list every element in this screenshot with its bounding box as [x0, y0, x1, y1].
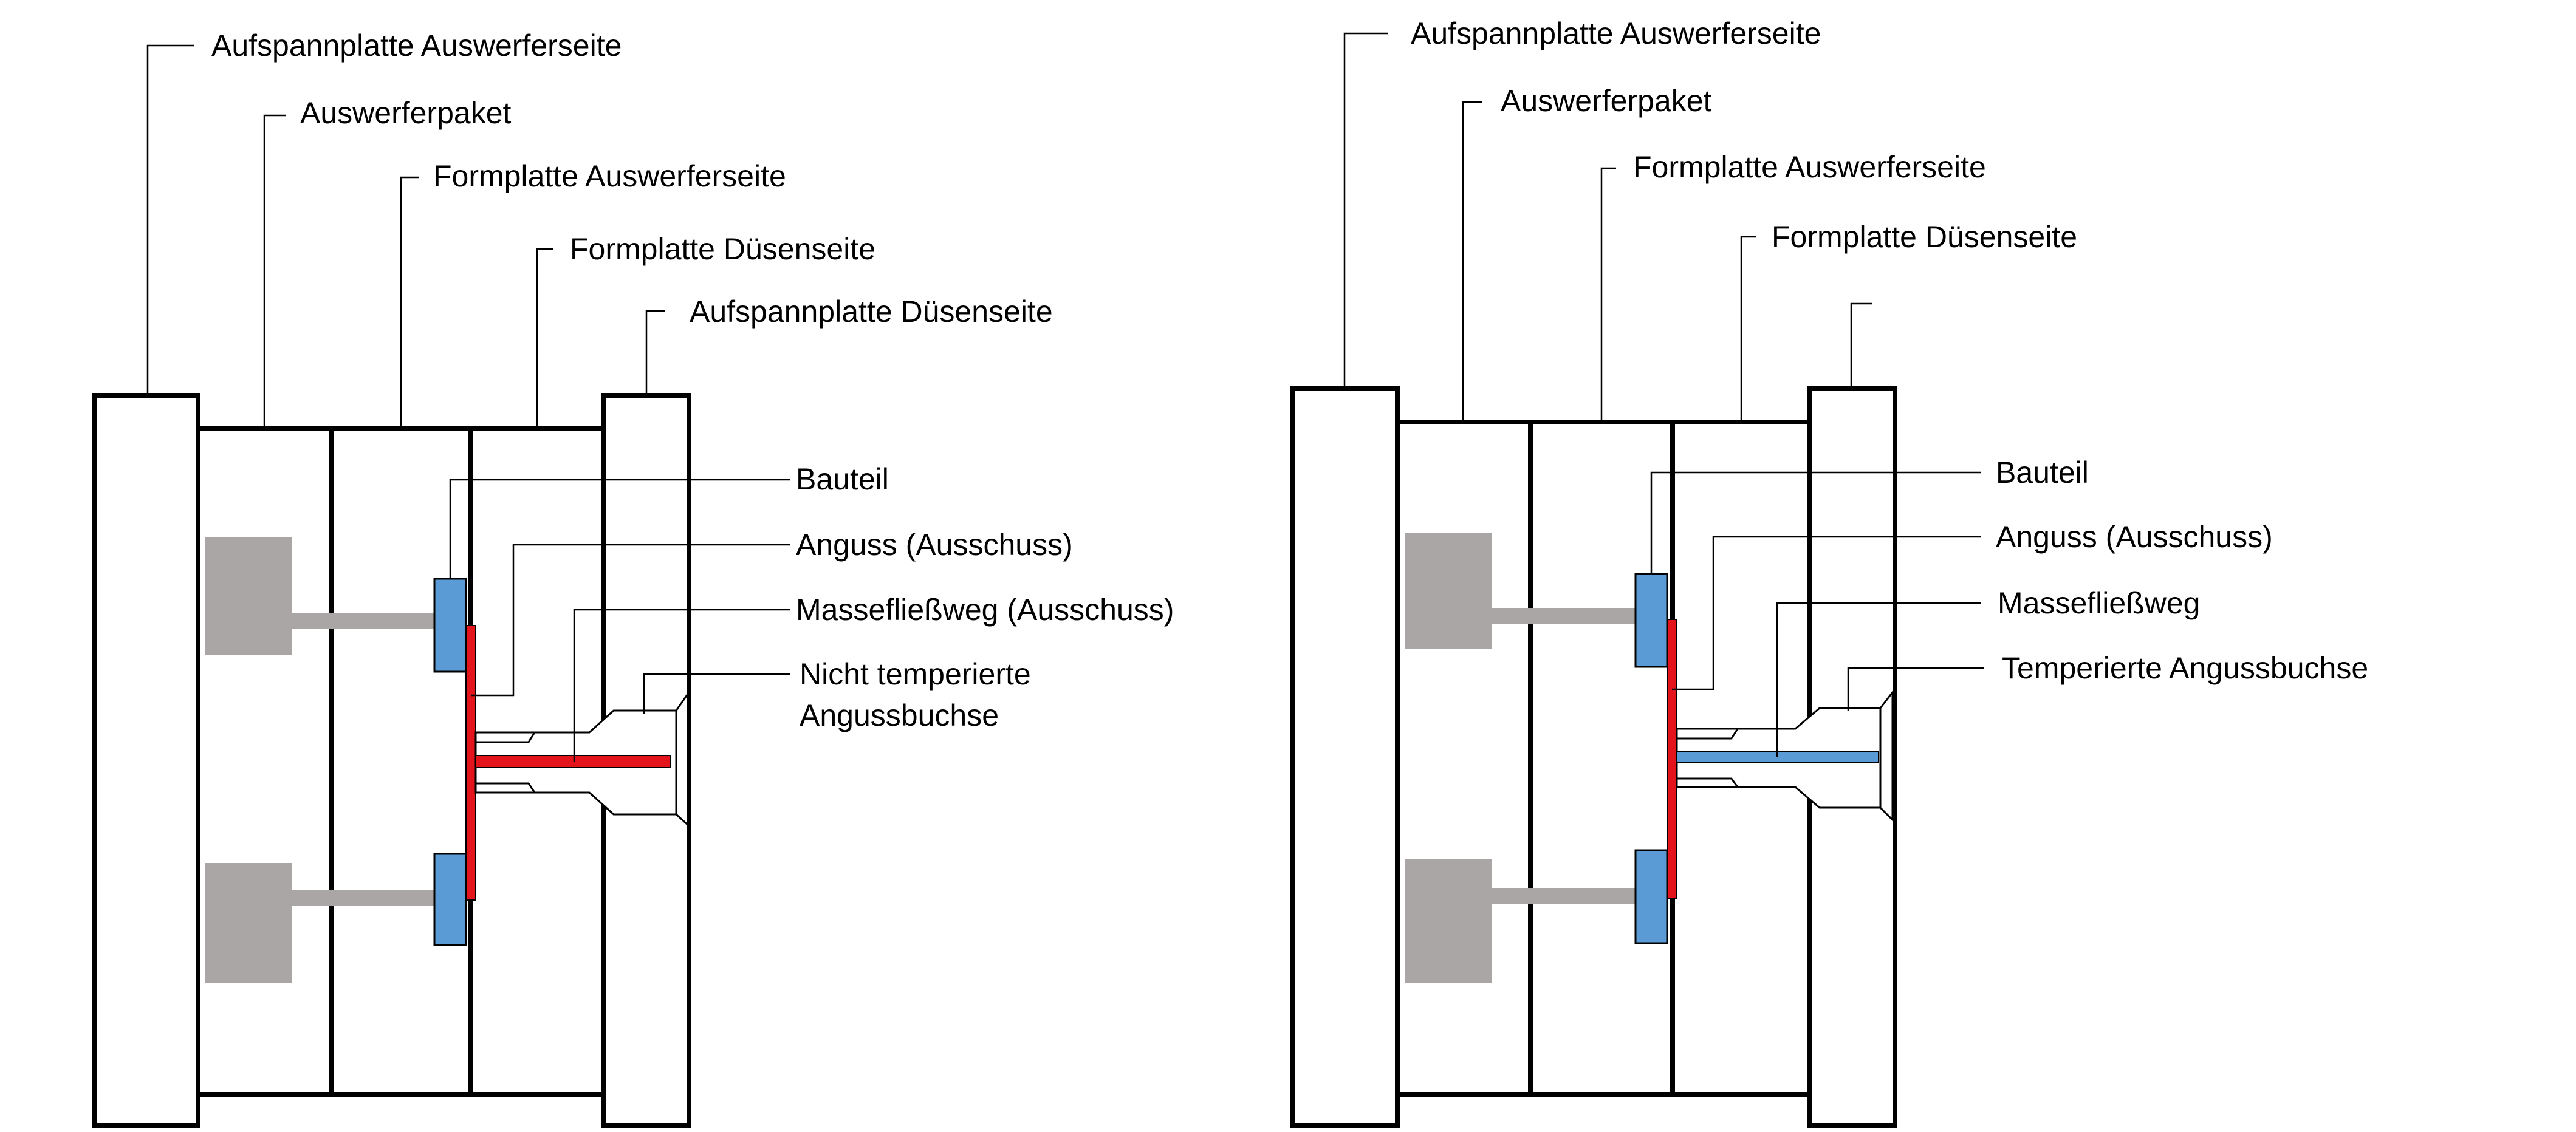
leader-mold-nozzle — [536, 248, 553, 428]
leader-mold-nozzle — [1740, 236, 1756, 422]
leader-flow-path — [1776, 602, 1981, 757]
label-bushing: Temperierte Angussbuchse — [2002, 651, 2368, 685]
ejector-pin-top — [1492, 608, 1636, 624]
ejector-block-bottom — [1405, 859, 1492, 983]
ejector-pin-bottom — [292, 890, 434, 906]
clamp-plate-ejector-side — [1290, 386, 1400, 1128]
sprue-runner — [465, 625, 476, 901]
nozzle-seat — [1879, 689, 1894, 822]
leader-mold-ejector — [400, 176, 419, 428]
leader-flow-path — [573, 609, 790, 762]
label-flow-path: Massefließweg (Ausschuss) — [796, 593, 1174, 627]
label-sprue: Anguss (Ausschuss) — [796, 528, 1073, 562]
label-flow-path: Massefließweg — [1998, 586, 2200, 620]
label-mold-nozzle: Formplatte Düsenseite — [570, 232, 875, 266]
label-mold-ejector: Formplatte Auswerferseite — [1633, 150, 1986, 184]
label-part: Bauteil — [1996, 455, 2089, 489]
leader-clamp-nozzle — [1850, 302, 1872, 389]
leader-bushing — [643, 673, 790, 714]
label-bushing-line2: Angussbuchse — [800, 698, 999, 732]
leader-clamp-ejector — [146, 44, 194, 395]
leader-ejector-pack — [1462, 101, 1482, 422]
diagram-right: Aufspannplatte Auswerferseite Auswerferp… — [1290, 16, 2368, 1128]
part-top — [433, 578, 467, 673]
leader-clamp-ejector — [1343, 32, 1388, 389]
label-clamp-ejector: Aufspannplatte Auswerferseite — [1411, 16, 1821, 50]
label-ejector-pack: Auswerferpaket — [1501, 84, 1711, 118]
bushing-inner-lines — [1677, 728, 1739, 788]
label-mold-nozzle: Formplatte Düsenseite — [1772, 220, 2077, 254]
ejector-pin-top — [292, 613, 434, 629]
part-bottom — [1634, 849, 1668, 944]
leader-sprue — [471, 544, 790, 697]
label-bushing-line1: Nicht temperierte — [800, 657, 1031, 691]
leader-ejector-pack — [263, 114, 286, 428]
diagram-left: Aufspannplatte Auswerferseite Auswerferp… — [92, 29, 1174, 1128]
part-bottom — [433, 853, 467, 946]
part-top — [1634, 573, 1668, 668]
leader-sprue — [1672, 536, 1981, 690]
label-ejector-pack: Auswerferpaket — [300, 96, 511, 130]
leader-mold-ejector — [1600, 167, 1616, 422]
label-part: Bauteil — [796, 462, 889, 496]
flow-path — [475, 755, 671, 768]
clamp-plate-ejector-side — [92, 393, 200, 1128]
ejector-block-bottom — [205, 863, 292, 983]
label-sprue: Anguss (Ausschuss) — [1996, 520, 2273, 554]
sprue-runner — [1667, 619, 1677, 899]
leader-part — [449, 479, 790, 579]
leader-bushing — [1847, 667, 1984, 711]
label-mold-ejector: Formplatte Auswerferseite — [433, 159, 786, 193]
leader-part — [1650, 471, 1981, 574]
nozzle-seat — [675, 689, 690, 828]
ejector-block-top — [205, 537, 292, 655]
leader-clamp-nozzle — [645, 310, 665, 395]
label-clamp-nozzle: Aufspannplatte Düsenseite — [690, 295, 1053, 329]
label-clamp-ejector: Aufspannplatte Auswerferseite — [211, 29, 622, 63]
ejector-block-top — [1405, 533, 1492, 649]
ejector-pin-bottom — [1492, 888, 1636, 904]
